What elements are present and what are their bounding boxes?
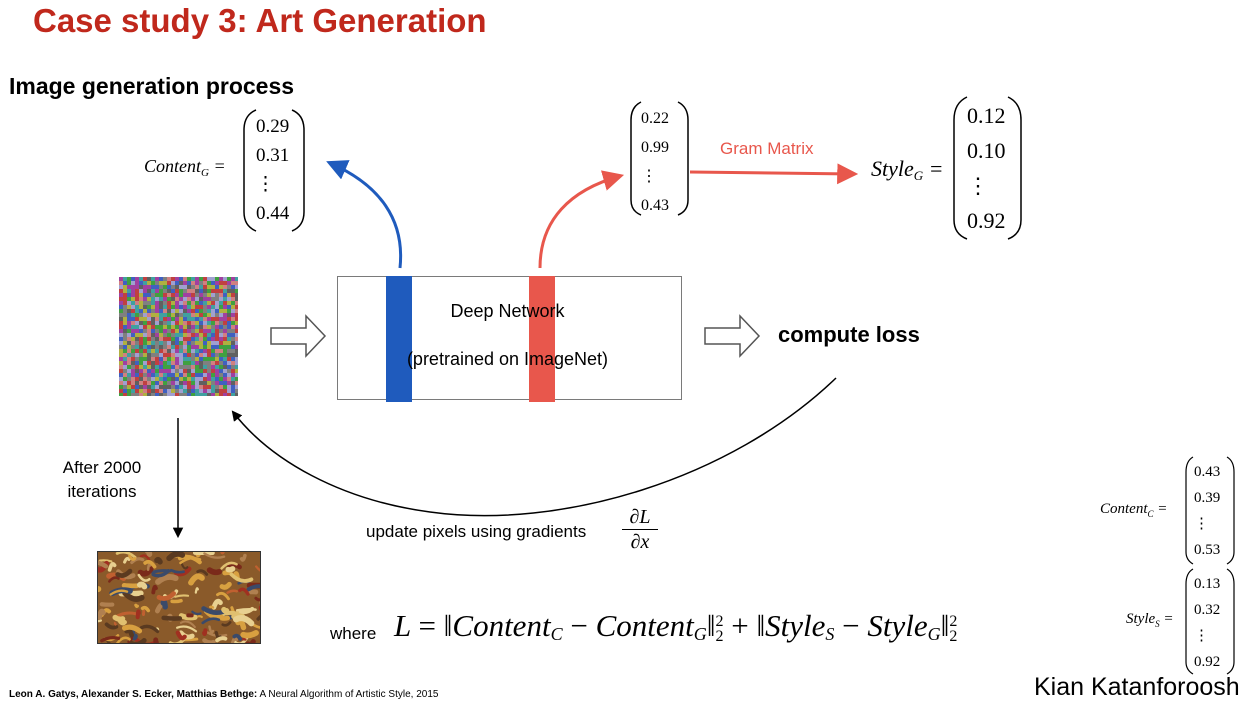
feature-value: ⋮ (641, 168, 657, 185)
content-g-value: 0.31 (256, 145, 290, 166)
citation-authors: Leon A. Gatys, Alexander S. Ecker, Matth… (9, 689, 258, 700)
feature-arrow (538, 170, 625, 269)
network-pretraining: (pretrained on ImageNet) (406, 349, 609, 369)
feedback-arrow (231, 377, 837, 517)
content-c-label: ContentC = (1100, 501, 1168, 519)
where-label: where (330, 624, 377, 643)
style-s-value: 0.13 (1194, 576, 1221, 592)
content-g-vector: 0.29 0.31 ⋮ 0.44 (256, 112, 289, 228)
compute-loss-label: compute loss (778, 322, 920, 347)
gram-matrix-label: Gram Matrix (720, 139, 814, 158)
iterations-label: After 2000 iterations (62, 458, 142, 501)
feature-value: 0.22 (641, 110, 669, 127)
feature-vector: 0.22 0.99 ⋮ 0.43 (641, 104, 669, 220)
style-g-value: 0.92 (967, 208, 1006, 233)
citation-paper: A Neural Algorithm of Artistic Style, 20… (257, 689, 439, 700)
content-c-value: ⋮ (1194, 516, 1209, 532)
input-block-arrow (270, 314, 327, 358)
content-arrow (326, 160, 403, 269)
slide-title: Case study 3: Art Generation (33, 2, 487, 39)
noise-image (119, 277, 238, 396)
update-pixels-label: update pixels using gradients (366, 522, 587, 541)
style-s-value: ⋮ (1194, 628, 1209, 644)
style-layer-bar (529, 276, 555, 402)
content-c-value: 0.43 (1194, 464, 1221, 480)
presenter-name: Kian Katanforoosh (1034, 673, 1240, 701)
style-s-label: StyleS = (1126, 611, 1174, 629)
output-block-arrow (704, 314, 761, 358)
content-g-label: ContentG = (144, 156, 226, 179)
style-s-vector: 0.13 0.32 ⋮ 0.92 (1194, 571, 1220, 675)
style-g-value: ⋮ (967, 173, 989, 198)
feature-value: 0.43 (641, 197, 669, 214)
style-g-value: 0.12 (967, 103, 1006, 128)
slide-subtitle: Image generation process (9, 73, 295, 99)
gradient-denominator: ∂x (622, 529, 658, 554)
painting-image (98, 552, 260, 643)
citation: Leon A. Gatys, Alexander S. Ecker, Matth… (9, 689, 438, 700)
content-g-value: 0.44 (256, 203, 290, 224)
content-g-value: 0.29 (256, 116, 290, 137)
feature-value: 0.99 (641, 139, 669, 156)
network-name: Deep Network (450, 301, 565, 321)
style-g-value: 0.10 (967, 138, 1006, 163)
generated-painting (97, 551, 261, 644)
gradient-numerator: ∂L (629, 506, 651, 528)
gram-arrow (689, 163, 859, 185)
style-g-label: StyleG = (871, 156, 944, 183)
content-c-value: 0.39 (1194, 490, 1221, 506)
style-s-value: 0.32 (1194, 602, 1221, 618)
content-c-vector: 0.43 0.39 ⋮ 0.53 (1194, 459, 1220, 563)
content-c-value: 0.53 (1194, 542, 1221, 558)
gradient-fraction: ∂L ∂x (622, 505, 658, 554)
style-s-value: 0.92 (1194, 654, 1221, 670)
content-g-value: ⋮ (256, 174, 275, 195)
content-layer-bar (386, 276, 412, 402)
style-g-vector: 0.12 0.10 ⋮ 0.92 (967, 98, 1006, 238)
